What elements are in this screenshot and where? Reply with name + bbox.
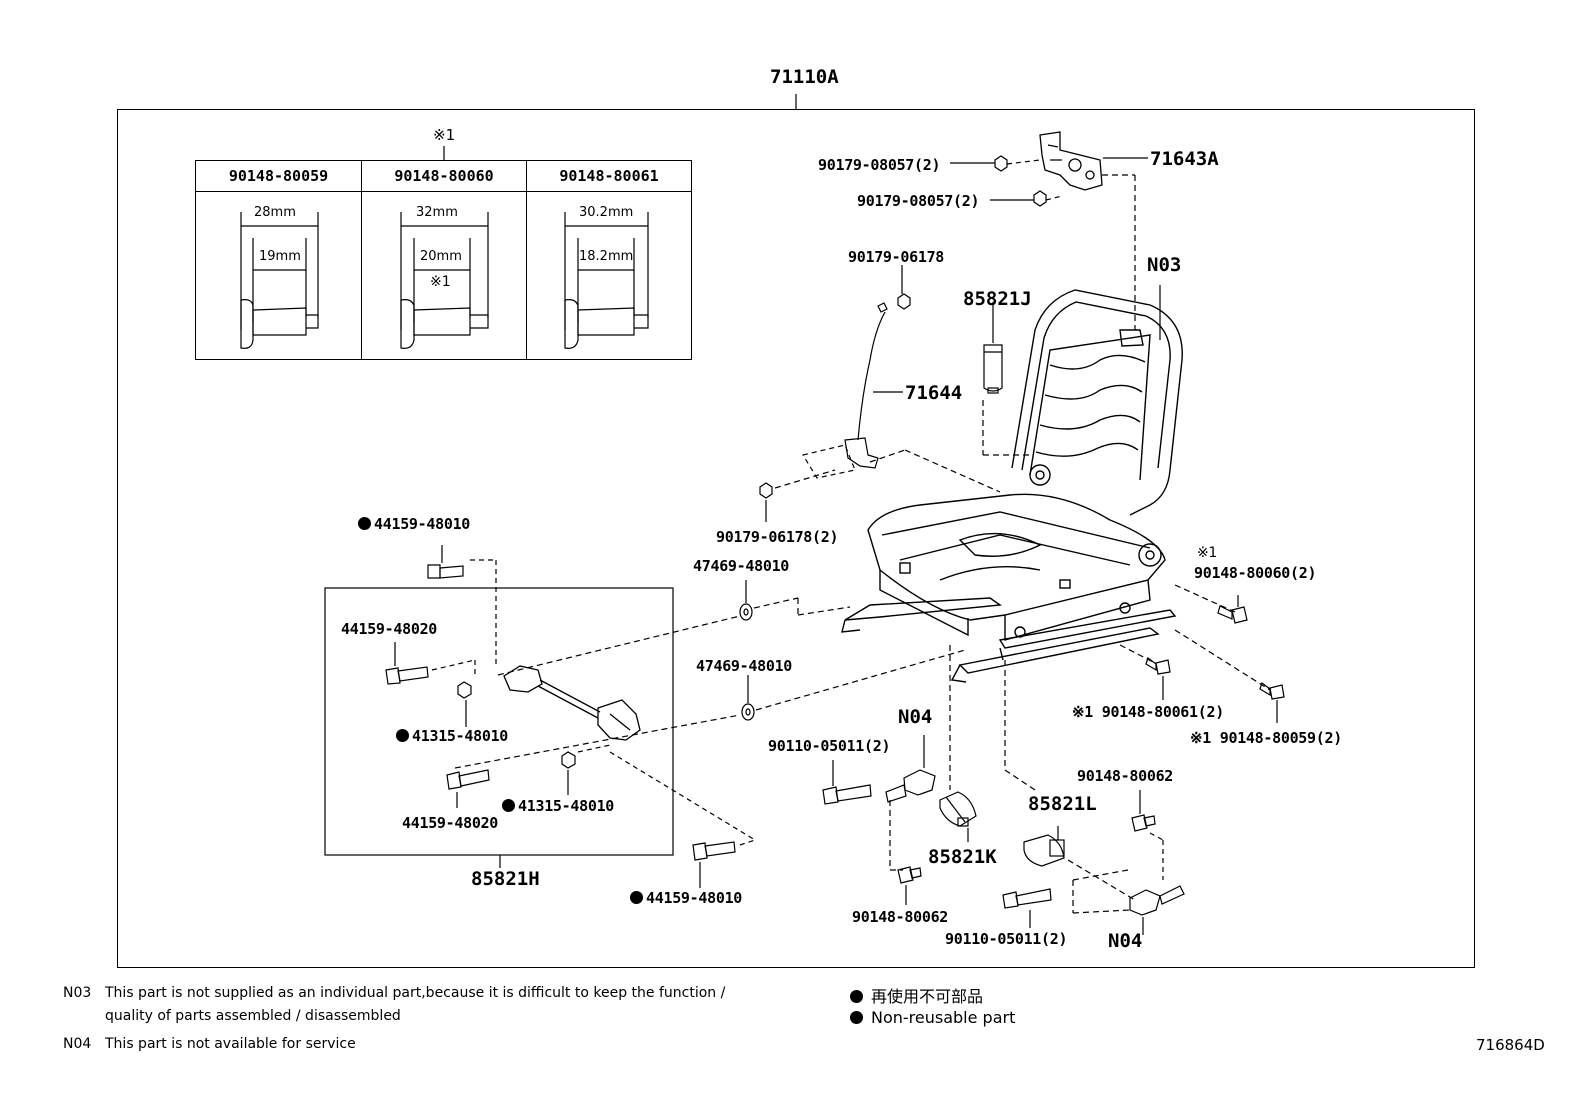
- part-label-90179-06178[interactable]: 90179-06178: [848, 248, 945, 266]
- note-text-n04: This part is not available for service: [105, 1036, 356, 1052]
- motor-85821l-shape: [1023, 834, 1065, 867]
- non-reusable-dot-icon: [502, 799, 515, 812]
- non-reusable-dot-icon: [850, 990, 863, 1003]
- part-label-n03[interactable]: N03: [1147, 254, 1182, 276]
- bolt-44159-48020-lower: [446, 769, 490, 790]
- figure-code: 716864D: [1476, 1036, 1545, 1054]
- part-label-47469-48010[interactable]: 47469-48010: [693, 557, 790, 575]
- spec-inner-length: 19mm: [259, 249, 301, 264]
- part-label-90179-06178[interactable]: 90179-06178(2): [716, 528, 839, 546]
- non-reusable-dot-icon: [358, 517, 371, 530]
- motor-85821j-shape: [983, 344, 1003, 394]
- part-label-90148-80062[interactable]: 90148-80062: [1077, 767, 1174, 785]
- part-label-85821h[interactable]: 85821H: [471, 868, 540, 890]
- part-label-90148-80059[interactable]: ※1 90148-80059(2): [1190, 729, 1342, 747]
- legend-english: Non-reusable part: [850, 1008, 1015, 1027]
- part-label-44159-48020[interactable]: 44159-48020: [341, 620, 438, 638]
- spec-outer-length: 30.2mm: [579, 205, 634, 220]
- spec-part-number[interactable]: 90148-80061: [527, 161, 691, 192]
- seat-tracks: [841, 597, 1177, 683]
- part-label-44159-48010[interactable]: 44159-48010: [358, 515, 470, 533]
- part-label-90148-80061[interactable]: ※1 90148-80061(2): [1072, 703, 1224, 721]
- spec-column: 90148-80059 28mm 19mm: [196, 161, 361, 359]
- motor-bracket-n04-lower: [1129, 885, 1185, 916]
- part-label-90148-80062[interactable]: 90148-80062: [852, 908, 949, 926]
- part-label-71644[interactable]: 71644: [905, 382, 963, 404]
- part-label-44159-48010[interactable]: 44159-48010: [630, 889, 742, 907]
- bolt-90148-80061: [1145, 657, 1171, 675]
- part-note-mark: ※1: [1197, 545, 1218, 561]
- note-code-n03: N03: [63, 985, 92, 1001]
- bolt-spec-table: 90148-80059 28mm 19mm 90148-80060 32mm 2…: [195, 160, 692, 360]
- non-reusable-dot-icon: [396, 729, 409, 742]
- note-text-n03-cont: quality of parts assembled / disassemble…: [105, 1008, 401, 1024]
- non-reusable-dot-icon: [630, 891, 643, 904]
- bolt-90148-80059: [1259, 682, 1285, 700]
- part-label-47469-48010[interactable]: 47469-48010: [696, 657, 793, 675]
- note-text-n03: This part is not supplied as an individu…: [105, 985, 726, 1001]
- spec-column: 90148-80061 30.2mm 18.2mm: [526, 161, 691, 359]
- motor-85821k-shape: [939, 791, 977, 827]
- part-label-85821j[interactable]: 85821J: [963, 288, 1032, 310]
- bolt-44159-48020-upper: [385, 666, 429, 685]
- legend-japanese: 再使用不可部品: [850, 983, 983, 1007]
- part-label-90110-05011[interactable]: 90110-05011(2): [945, 930, 1068, 948]
- seat-back-frame: [1011, 289, 1183, 516]
- part-label-90179-08057[interactable]: 90179-08057(2): [857, 192, 980, 210]
- spec-part-number[interactable]: 90148-80059: [196, 161, 361, 192]
- non-reusable-dot-icon: [850, 1011, 863, 1024]
- assembly-frame: [117, 109, 1475, 968]
- sub-assembly-box: [324, 587, 674, 856]
- spec-outer-length: 32mm: [416, 205, 458, 220]
- spec-table-note-mark: ※1: [433, 126, 456, 144]
- actuator-85821h-shape: [503, 665, 641, 741]
- part-label-90110-05011[interactable]: 90110-05011(2): [768, 737, 891, 755]
- part-label-71643a[interactable]: 71643A: [1150, 148, 1219, 170]
- spec-inner-length: 18.2mm: [579, 249, 634, 264]
- spec-note-mark: ※1: [430, 274, 451, 290]
- part-label-41315-48010[interactable]: 41315-48010: [396, 727, 508, 745]
- recliner-mechanism: [1039, 131, 1103, 191]
- screw-90148-80062-left: [897, 866, 922, 884]
- screw-90148-80062-right: [1131, 814, 1156, 832]
- part-label-44159-48020[interactable]: 44159-48020: [402, 814, 499, 832]
- part-label-85821l[interactable]: 85821L: [1028, 793, 1097, 815]
- bolt-90148-80060: [1217, 605, 1248, 624]
- motor-bracket-n04-upper: [885, 769, 936, 803]
- part-label-90148-80060[interactable]: 90148-80060(2): [1194, 564, 1317, 582]
- part-label-85821k[interactable]: 85821K: [928, 846, 997, 868]
- spec-outer-length: 28mm: [254, 205, 296, 220]
- nut-shape: [994, 155, 1008, 172]
- cable-71644-shape: [844, 302, 888, 469]
- bolt-44159-48010-bottom: [692, 841, 736, 861]
- spec-column: 90148-80060 32mm 20mm ※1: [361, 161, 526, 359]
- bolt-90110-05011-lower: [1002, 888, 1052, 909]
- bolt-90110-05011-upper: [822, 784, 872, 805]
- part-label-n04[interactable]: N04: [1108, 930, 1143, 952]
- main-assembly-label[interactable]: 71110A: [770, 66, 839, 88]
- part-label-90179-08057[interactable]: 90179-08057(2): [818, 156, 941, 174]
- part-label-n04[interactable]: N04: [898, 706, 933, 728]
- bolt-44159-48010-top: [427, 564, 464, 579]
- note-code-n04: N04: [63, 1036, 92, 1052]
- spec-inner-length: 20mm: [420, 249, 462, 264]
- part-label-41315-48010[interactable]: 41315-48010: [502, 797, 614, 815]
- spec-part-number[interactable]: 90148-80060: [362, 161, 526, 192]
- nut-shape: [1033, 190, 1047, 207]
